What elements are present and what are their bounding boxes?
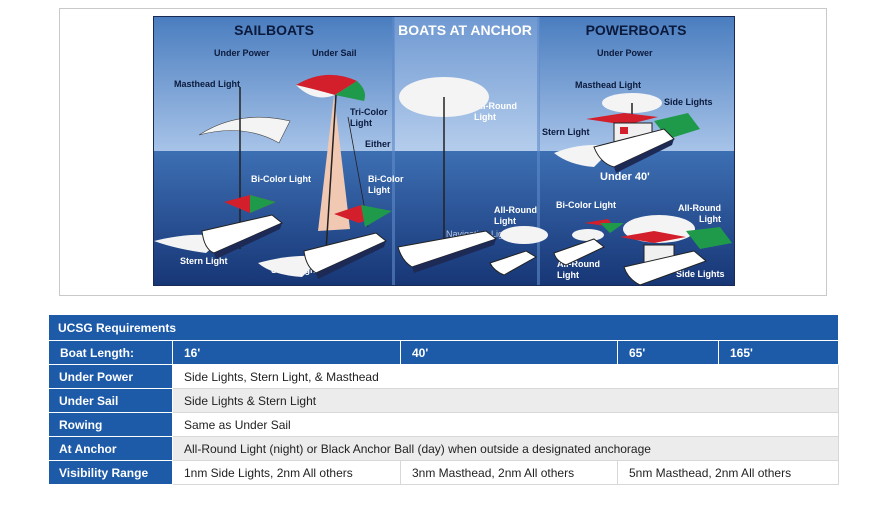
- anchored-sailboat: [397, 77, 498, 273]
- row-label: At Anchor: [48, 436, 173, 461]
- label-pb-all-round-1: All-Round: [678, 203, 721, 213]
- label-pb-masthead: Masthead Light: [575, 80, 641, 90]
- label-pb-side-lights-2: Side Lights: [676, 269, 725, 279]
- header-label: Boat Length:: [48, 340, 173, 365]
- label-bicolor-b1: Bi-Color: [368, 174, 404, 184]
- label-either: Either: [365, 139, 391, 149]
- row-value: Side Lights, Stern Light, & Masthead: [171, 364, 840, 389]
- visibility-40: 3nm Masthead, 2nm All others: [400, 460, 618, 485]
- label-all-round-1: All-Round: [474, 101, 517, 111]
- label-all-round-small-1: All-Round: [494, 205, 537, 215]
- label-stern-light-a: Stern Light: [180, 256, 228, 266]
- label-masthead-light: Masthead Light: [174, 79, 240, 89]
- header-col-65: 65': [617, 340, 719, 365]
- sailboat-under-power: [154, 87, 291, 259]
- divider-right: [537, 17, 540, 285]
- table-row: Under Sail Side Lights & Stern Light: [48, 388, 840, 413]
- label-pb-all-round-b2: Light: [557, 270, 579, 280]
- header-col-165: 165': [717, 340, 840, 365]
- powerboat-medium: [620, 215, 732, 285]
- label-pb-stern-light: Stern Light: [542, 127, 590, 137]
- label-under-40: Under 40': [600, 171, 650, 183]
- powerboat-large: [554, 93, 700, 173]
- row-value: Same as Under Sail: [171, 412, 840, 437]
- label-bicolor-b2: Light: [368, 185, 390, 195]
- visibility-65: 5nm Masthead, 2nm All others: [616, 460, 840, 485]
- table-row: Under Power Side Lights, Stern Light, & …: [48, 364, 840, 389]
- label-all-round-small-2: Light: [494, 216, 516, 226]
- label-under-sail: Under Sail: [312, 48, 357, 58]
- row-label: Visibility Range: [48, 460, 173, 485]
- label-pb-side-lights: Side Lights: [664, 97, 713, 107]
- table-title-row: UCSG Requirements: [47, 314, 840, 341]
- row-label: Under Power: [48, 364, 173, 389]
- powerboat-small: [553, 219, 624, 266]
- ucsg-requirements-table: UCSG Requirements Boat Length: 16' 40' 6…: [47, 314, 840, 485]
- label-all-round-2: Light: [474, 112, 496, 122]
- section-title-powerboats: POWERBOATS: [586, 22, 687, 38]
- table-title: UCSG Requirements: [47, 314, 840, 341]
- label-under-power: Under Power: [214, 48, 270, 58]
- table-row: At Anchor All-Round Light (night) or Bla…: [48, 436, 840, 461]
- label-pb-all-round-2: Light: [699, 214, 721, 224]
- sailboat-under-sail: [258, 74, 392, 279]
- header-col-40: 40': [400, 340, 618, 365]
- navigation-lights-illustration: SAILBOATS BOATS AT ANCHOR POWERBOATS Und…: [153, 16, 735, 286]
- row-value: Side Lights & Stern Light: [171, 388, 840, 413]
- row-label: Under Sail: [48, 388, 173, 413]
- label-pb-all-round-b1: All-Round: [557, 259, 600, 269]
- divider-left: [392, 17, 395, 285]
- label-pb-bicolor: Bi-Color Light: [556, 200, 616, 210]
- header-col-16: 16': [172, 340, 401, 365]
- label-pb-under-power: Under Power: [597, 48, 653, 58]
- section-title-anchor: BOATS AT ANCHOR: [398, 22, 532, 38]
- table-row: Rowing Same as Under Sail: [48, 412, 840, 437]
- visibility-16: 1nm Side Lights, 2nm All others: [172, 460, 401, 485]
- label-bicolor-a: Bi-Color Light: [251, 174, 311, 184]
- anchored-small-boat: [489, 226, 548, 276]
- row-label: Rowing: [48, 412, 173, 437]
- section-title-sailboats: SAILBOATS: [234, 22, 314, 38]
- table-row-visibility: Visibility Range 1nm Side Lights, 2nm Al…: [48, 460, 840, 485]
- row-value: All-Round Light (night) or Black Anchor …: [171, 436, 840, 461]
- label-tri-color-2: Light: [350, 118, 372, 128]
- table-header-row: Boat Length: 16' 40' 65' 165': [48, 340, 840, 365]
- label-tri-color-1: Tri-Color: [350, 107, 388, 117]
